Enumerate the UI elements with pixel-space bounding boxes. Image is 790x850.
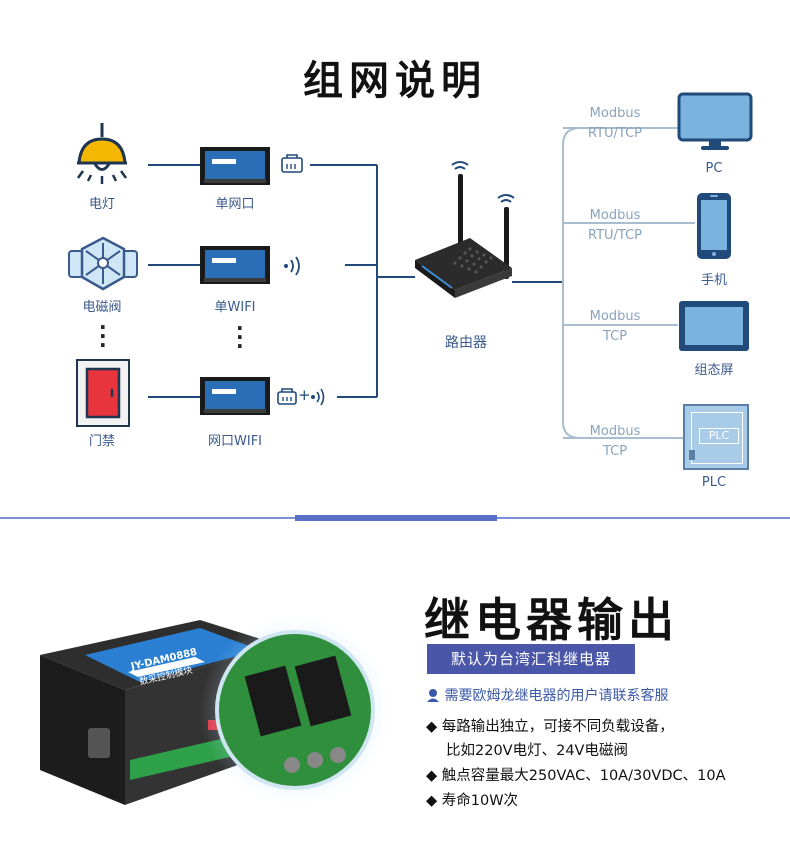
wifi-signal-icon	[284, 256, 300, 276]
protocol-phone: Modbus RTU/TCP	[587, 208, 643, 243]
product-image	[40, 615, 390, 805]
bullet-item: ◆ 每路输出独立，可接不同负载设备，	[426, 719, 674, 735]
default-relay-banner: 默认为台湾汇科继电器	[427, 644, 635, 674]
bullet-item: ◆ 寿命10W次	[426, 793, 519, 809]
io-module-3	[200, 377, 270, 415]
wifi-signal-icon	[311, 388, 325, 406]
hmi-screen-icon	[679, 301, 749, 351]
protocol-hmi: Modbus TCP	[589, 309, 641, 344]
device-label-lamp: 电灯	[88, 197, 115, 212]
right-bus	[562, 127, 581, 439]
module-label-wifi: 单WIFI	[214, 300, 256, 315]
section-divider-accent	[295, 515, 497, 521]
lamp-icon	[76, 123, 128, 184]
service-note: 需要欧姆龙继电器的用户请联系客服	[426, 685, 668, 705]
pc-monitor-icon	[677, 92, 753, 150]
diamond-bullet-icon: ◆	[426, 793, 438, 809]
relay-output-title: 继电器输出	[424, 593, 679, 647]
bullet-item-continued: 比如220V电灯、24V电磁阀	[446, 743, 628, 759]
more-devices-ellipsis: ···	[99, 315, 107, 357]
device-label-phone: 手机	[700, 273, 727, 288]
solenoid-valve-icon	[68, 236, 138, 291]
device-label-pc: PC	[705, 161, 723, 176]
ethernet-port-icon	[281, 154, 303, 173]
io-module-1	[200, 147, 270, 185]
device-label-hmi: 组态屏	[694, 363, 734, 378]
bullet-item: ◆ 触点容量最大250VAC、10A/30VDC、10A	[426, 768, 726, 784]
device-label-plc: PLC	[701, 475, 727, 490]
mobile-phone-icon	[697, 193, 731, 259]
protocol-plc: Modbus TCP	[589, 424, 641, 459]
plc-screen-text: PLC	[699, 428, 739, 444]
protocol-pc: Modbus RTU/TCP	[587, 106, 643, 141]
more-modules-ellipsis: ···	[236, 316, 244, 358]
router-icon	[415, 161, 515, 298]
plus-sign: +	[298, 386, 311, 404]
module-label-ethernet-wifi: 网口WIFI	[208, 434, 262, 449]
door-access-icon	[76, 359, 130, 427]
diamond-bullet-icon: ◆	[426, 768, 438, 784]
ethernet-wifi-icon	[277, 388, 297, 405]
device-label-door: 门禁	[88, 434, 115, 449]
router-label: 路由器	[445, 335, 487, 351]
io-module-2	[200, 246, 270, 284]
section-title: 组网说明	[303, 58, 487, 104]
device-label-valve: 电磁阀	[82, 300, 122, 315]
diamond-bullet-icon: ◆	[426, 719, 438, 735]
service-note-text: 需要欧姆龙继电器的用户请联系客服	[444, 688, 669, 704]
network-lines	[148, 127, 695, 439]
customer-service-icon	[427, 689, 439, 702]
module-label-ethernet: 单网口	[215, 197, 255, 212]
plc-icon: PLC	[683, 404, 749, 470]
